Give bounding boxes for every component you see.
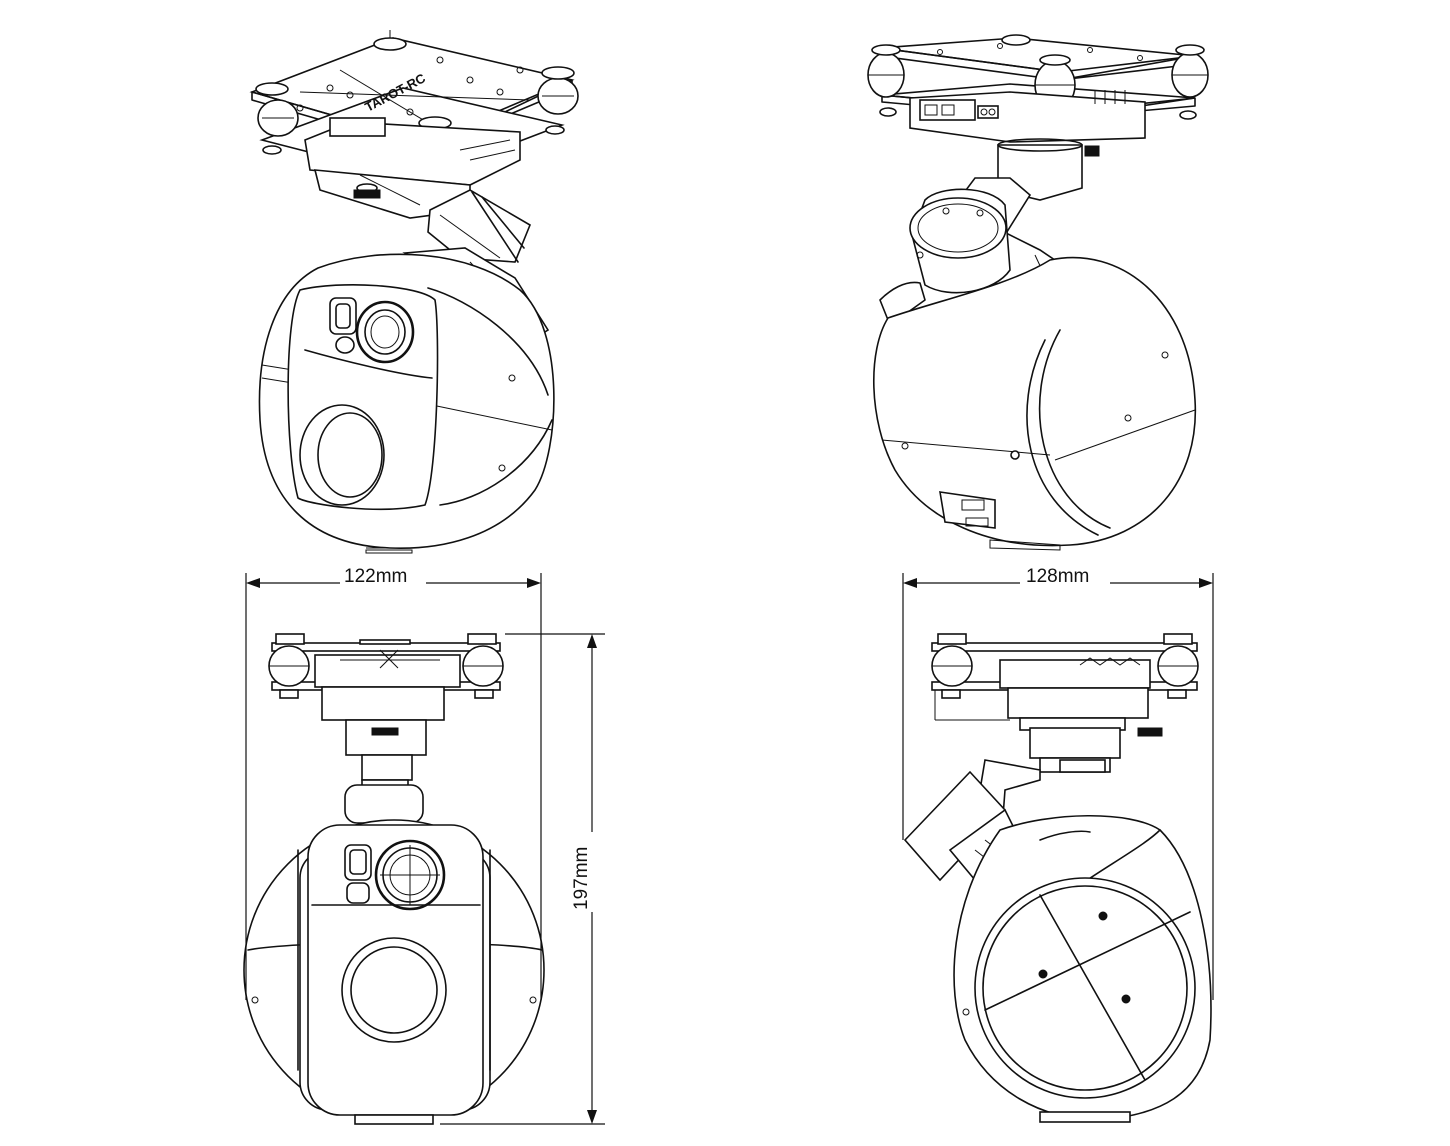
- height-dimension-label: 197mm: [571, 847, 592, 910]
- camera-sphere: [953, 814, 1212, 1123]
- dimension-128mm: 128mm: [902, 563, 1214, 1000]
- thumb-screw: [353, 183, 381, 199]
- isometric-rear-view: [867, 34, 1209, 551]
- side-width-dimension-label: 128mm: [1026, 566, 1089, 587]
- side-elevation-view: [903, 633, 1212, 1123]
- front-elevation-view: [243, 633, 545, 1125]
- gimbal-arm: [344, 779, 424, 824]
- yaw-motor: [345, 719, 427, 781]
- dimension-197mm: 197mm: [440, 633, 605, 1125]
- control-box: [934, 657, 1151, 731]
- isometric-front-view: TAROT-RC: [249, 30, 579, 554]
- damping-ball: [268, 645, 504, 687]
- damping-ball: [931, 645, 1199, 687]
- camera-sphere: [872, 256, 1197, 551]
- camera-sphere: [243, 819, 545, 1125]
- dimension-122mm: 122mm: [245, 563, 542, 1000]
- control-box: [909, 90, 1146, 143]
- pitch-motor: [879, 188, 1011, 326]
- width-dimension-label: 122mm: [344, 566, 407, 587]
- camera-sphere: [258, 253, 555, 554]
- control-box: [314, 649, 461, 721]
